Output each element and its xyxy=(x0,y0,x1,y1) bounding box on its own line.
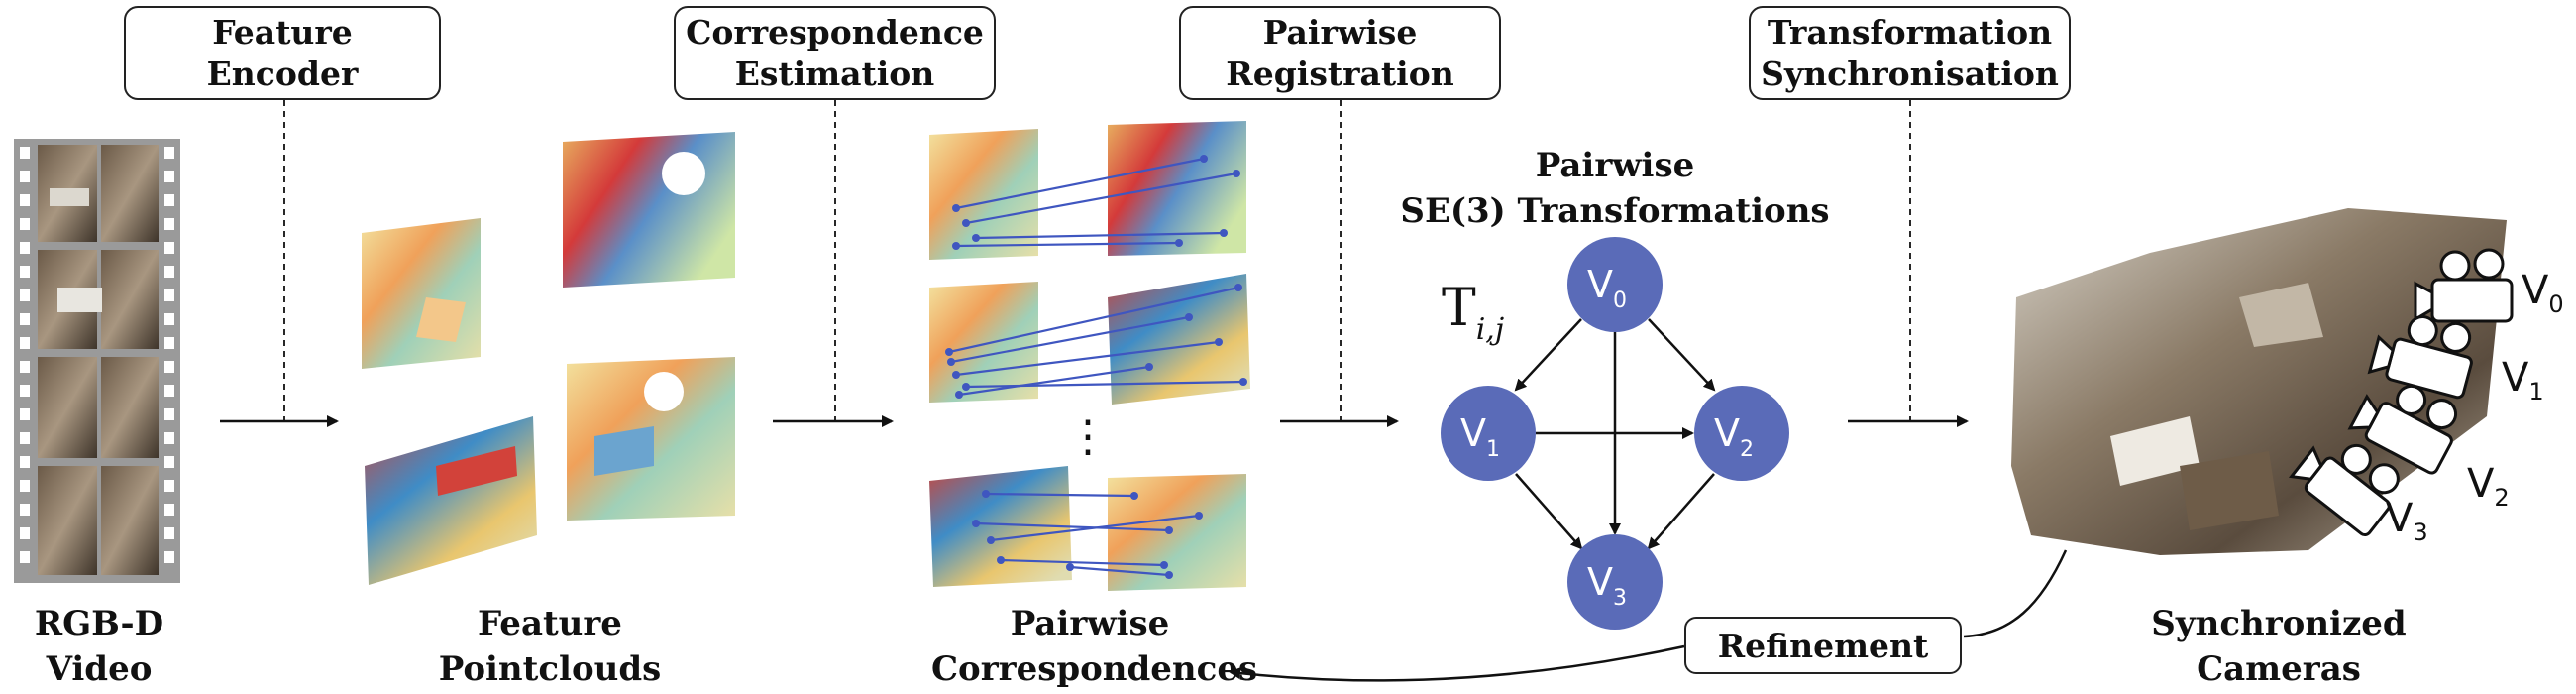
graph-node-v3: V3 xyxy=(1567,534,1663,630)
caption-synchronized-cameras: Synchronized Cameras xyxy=(2130,601,2427,692)
correspondence-pair-1 xyxy=(929,121,1246,260)
refinement-path xyxy=(1963,549,2068,638)
camera-v3-icon xyxy=(2288,443,2400,537)
stage-feature-encoder-line2: Encoder xyxy=(206,54,359,93)
stage-feature-encoder-line1: Feature xyxy=(212,12,353,52)
graph-node-v1: V1 xyxy=(1441,386,1536,481)
svg-text:V1: V1 xyxy=(1460,411,1500,462)
stage-correspondence-line2: Estimation xyxy=(734,54,935,93)
caption-rgbd-line2: Video xyxy=(46,649,153,689)
edge-v1-v3 xyxy=(1515,473,1583,550)
camera-v1-icon xyxy=(2367,315,2473,400)
caption-cameras-line2: Cameras xyxy=(2197,649,2361,689)
caption-rgbd-line1: RGB-D xyxy=(34,604,164,643)
feature-pointcloud-1 xyxy=(362,218,481,369)
edge-v0-v1 xyxy=(1514,318,1582,392)
stage-registration-line1: Pairwise xyxy=(1262,12,1418,52)
feature-pointcloud-3 xyxy=(365,416,537,585)
svg-text:V3: V3 xyxy=(1587,560,1627,611)
caption-rgbd-video: RGB-D Video xyxy=(0,601,198,692)
caption-cameras-line1: Synchronized xyxy=(2151,604,2407,643)
correspondence-pair-3 xyxy=(929,466,1246,591)
refinement-box: Refinement xyxy=(1684,617,1962,674)
caption-pointclouds-line1: Feature xyxy=(478,604,622,643)
camera-label-v0: V0 xyxy=(2522,268,2564,318)
edge-label: Ti,j xyxy=(1442,279,1504,347)
refinement-arrow xyxy=(1229,644,1685,682)
edge-v0-v2 xyxy=(1648,318,1716,392)
refinement-label: Refinement xyxy=(1717,626,1929,665)
film-strip xyxy=(14,139,180,583)
ellipsis-icon: ⋮ xyxy=(1066,411,1110,462)
camera-v0-icon xyxy=(2414,248,2514,323)
edge-v2-v3 xyxy=(1647,473,1715,550)
stage-transformation-synchronisation: Transformation Synchronisation xyxy=(1749,6,2071,100)
graph-title-line2: SE(3) Transformations xyxy=(1400,191,1829,231)
camera-v2-icon xyxy=(2347,384,2458,475)
graph-node-v0: V0 xyxy=(1567,237,1663,332)
feature-pointcloud-2 xyxy=(563,132,735,288)
camera-label-v2: V2 xyxy=(2467,461,2510,512)
caption-feature-pointclouds: Feature Pointclouds xyxy=(411,601,689,692)
stage-correspondence-estimation: Correspondence Estimation xyxy=(674,6,996,100)
stage-correspondence-line1: Correspondence xyxy=(686,12,984,52)
caption-correspondences-line2: Correspondences xyxy=(931,649,1258,689)
graph-edges xyxy=(1514,318,1716,550)
caption-pointclouds-line2: Pointclouds xyxy=(438,649,662,689)
correspondence-pair-2 xyxy=(929,274,1250,405)
stage-registration-line2: Registration xyxy=(1226,54,1454,93)
graph-node-v2: V2 xyxy=(1694,386,1789,481)
svg-text:V0: V0 xyxy=(1587,263,1627,313)
stage-pairwise-registration: Pairwise Registration xyxy=(1179,6,1501,100)
feature-pointcloud-4 xyxy=(567,357,735,520)
camera-label-v3: V3 xyxy=(2386,496,2428,546)
camera-label-v1: V1 xyxy=(2502,355,2544,405)
caption-pairwise-correspondences: Pairwise Correspondences xyxy=(931,601,1258,692)
graph-title-line1: Pairwise xyxy=(1536,146,1694,185)
stage-synchronisation-line2: Synchronisation xyxy=(1761,54,2059,93)
svg-text:V2: V2 xyxy=(1714,411,1754,462)
stage-feature-encoder: Feature Encoder xyxy=(124,6,441,100)
caption-correspondences-line1: Pairwise xyxy=(1010,604,1170,643)
stage-synchronisation-line1: Transformation xyxy=(1767,12,2053,52)
